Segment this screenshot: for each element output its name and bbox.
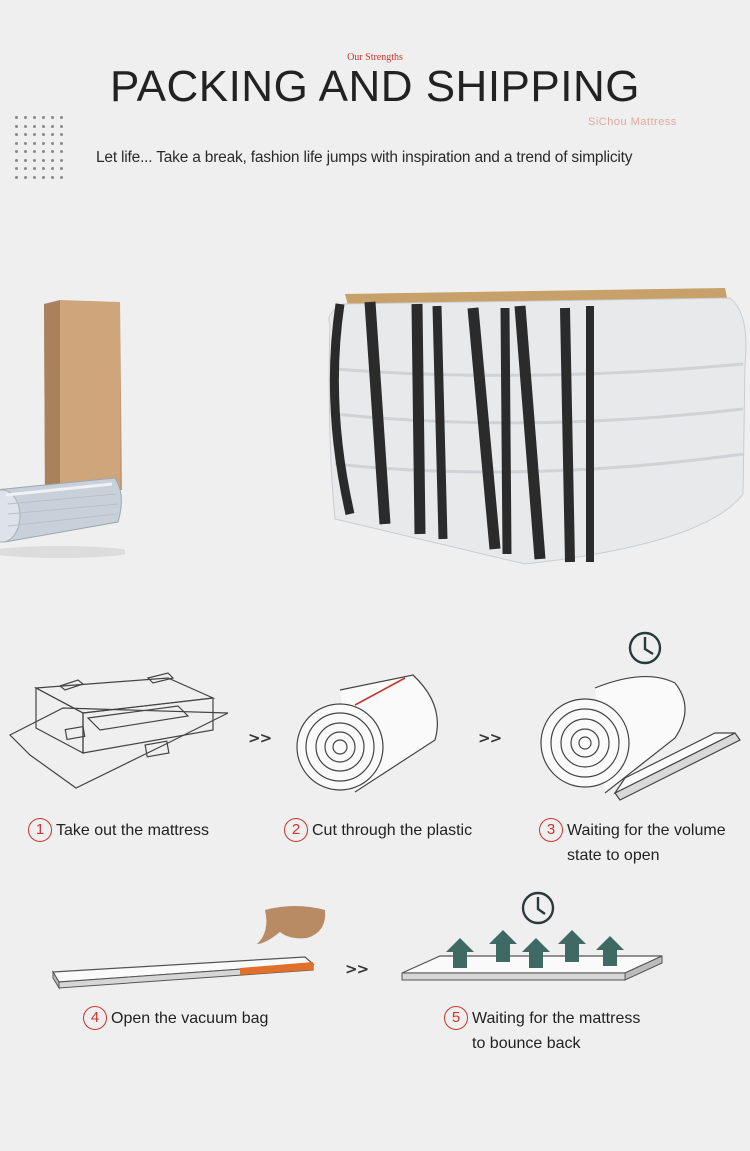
dot (60, 141, 63, 145)
dot (33, 116, 36, 119)
dot (15, 158, 18, 162)
dot (42, 133, 45, 136)
dot-grid-decoration (15, 116, 65, 182)
dot (24, 133, 27, 136)
dot (51, 167, 54, 170)
tagline: Let life... Take a break, fashion life j… (96, 149, 633, 166)
step-3: 3 Waiting for the volume state to open (539, 818, 726, 868)
dot (33, 133, 36, 136)
dot (60, 116, 63, 119)
step-number: 5 (444, 1006, 468, 1030)
dot (42, 150, 45, 153)
step-number: 4 (83, 1006, 107, 1030)
section-eyebrow: Our Strengths (347, 52, 403, 63)
dot (33, 175, 36, 179)
dot (60, 175, 63, 179)
dot (51, 150, 54, 153)
step-separator: >> (478, 729, 502, 747)
dot (42, 158, 45, 162)
dot (42, 167, 45, 170)
step-5: 5 Waiting for the mattress to bounce bac… (444, 1006, 640, 1056)
dot (51, 141, 54, 145)
dot (51, 116, 54, 119)
step-label: Waiting for the volume state to open (567, 822, 726, 864)
dot (24, 167, 27, 170)
step-separator: >> (345, 960, 369, 978)
step-label: Waiting for the mattress to bounce back (472, 1010, 641, 1052)
page-title: PACKING AND SHIPPING (110, 62, 640, 111)
vacuum-bag-icon (51, 906, 326, 990)
dot (42, 175, 45, 179)
unrolling-icon (540, 631, 741, 801)
dot (24, 150, 27, 153)
dot (42, 141, 45, 145)
dot (24, 124, 27, 128)
dot (33, 141, 36, 145)
dot (60, 124, 63, 128)
dot (42, 124, 45, 128)
step-label: Open the vacuum bag (111, 1010, 269, 1027)
step-4: 4 Open the vacuum bag (83, 1006, 268, 1031)
dot (51, 124, 54, 128)
step-number: 2 (284, 818, 308, 842)
step-separator: >> (248, 729, 272, 747)
dot (15, 175, 18, 179)
dot (60, 150, 63, 153)
step-1: 1 Take out the mattress (28, 818, 209, 843)
step-number: 1 (28, 818, 52, 842)
dot (60, 158, 63, 162)
dot (24, 158, 27, 162)
step-number: 3 (539, 818, 563, 842)
dot (51, 175, 54, 179)
step-2: 2 Cut through the plastic (284, 818, 472, 843)
palletized-mattresses-photo (328, 288, 747, 565)
rolled-mattress-photo (0, 300, 125, 558)
dot (15, 150, 18, 153)
step-label: Cut through the plastic (312, 822, 473, 839)
dot (33, 167, 36, 170)
dot (51, 158, 54, 162)
dot (42, 116, 45, 119)
brand-name: SiChou Mattress (588, 116, 677, 128)
dot (33, 150, 36, 153)
dot (33, 124, 36, 128)
dot (15, 116, 18, 119)
roll-icon (296, 674, 438, 793)
dot (60, 167, 63, 170)
dot (15, 133, 18, 136)
dot (60, 133, 63, 136)
step-label: Take out the mattress (56, 822, 209, 839)
box-icon (8, 672, 229, 789)
bounce-back-icon (401, 891, 663, 981)
dot (24, 175, 27, 179)
dot (51, 133, 54, 136)
dot (15, 141, 18, 145)
dot (24, 141, 27, 145)
dot (24, 116, 27, 119)
dot (33, 158, 36, 162)
dot (15, 167, 18, 170)
dot (15, 124, 18, 128)
